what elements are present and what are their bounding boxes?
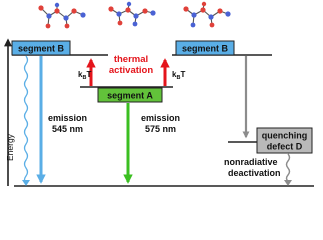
segment-b-left-box: segment B <box>11 40 71 56</box>
nonradiative-line2: deactivation <box>228 168 281 178</box>
segment-b-left-label: segment B <box>18 44 65 54</box>
molecule-structure-middle <box>108 1 156 27</box>
emission-545-line2: 545 nm <box>52 124 83 134</box>
kbt-left-label: kBT <box>78 70 91 81</box>
molecule-structure-right <box>183 1 231 28</box>
energy-axis-label: Energy <box>5 133 15 161</box>
defect-d-label-line1: quenching <box>262 131 308 141</box>
thermal-activation-line2: activation <box>109 65 154 76</box>
thermal-activation-line1: thermal <box>114 54 148 65</box>
segment-a-box: segment A <box>97 87 163 103</box>
emission-545-line1: emission <box>48 113 87 123</box>
nonradiative-line1: nonradiative <box>224 157 278 167</box>
segment-b-right-box: segment B <box>175 40 235 56</box>
segment-a-label: segment A <box>107 91 153 101</box>
wavy-nonradiative-arrow-left <box>23 55 29 183</box>
defect-d-box: quenching defect D <box>256 127 313 154</box>
energy-level-diagram: Energy segment B segment A segment B que… <box>4 1 314 187</box>
defect-d-label-line2: defect D <box>267 142 303 152</box>
emission-575-line2: 575 nm <box>145 124 176 134</box>
wavy-arrow-left-head <box>22 180 30 186</box>
wavy-arrow-right-head <box>284 180 292 186</box>
emission-575-line1: emission <box>141 113 180 123</box>
kbt-right-label: kBT <box>172 70 185 81</box>
segment-b-right-label: segment B <box>182 44 229 54</box>
wavy-nonradiative-arrow-right <box>285 153 291 182</box>
molecule-structure-left <box>38 2 86 29</box>
